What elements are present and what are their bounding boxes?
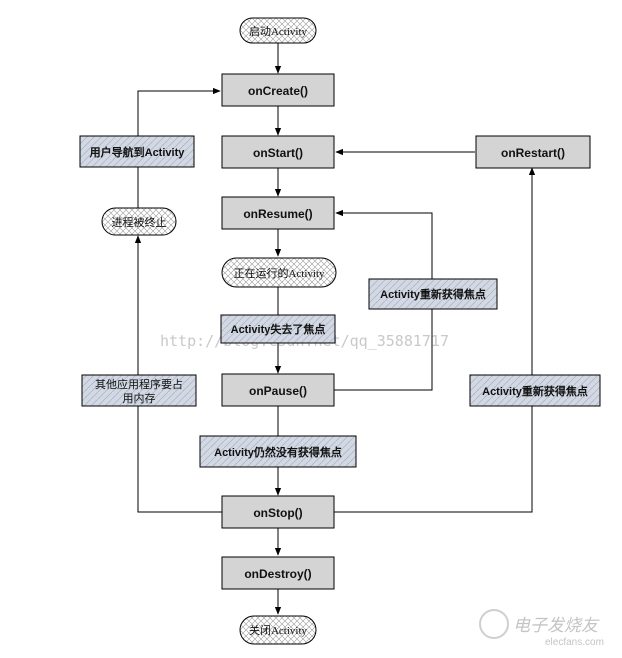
note-regain-focus-1-box [368,278,498,310]
terminal-killed-pill [101,207,177,236]
state-onrestart: onRestart() [475,135,591,169]
state-onstop: onStop() [221,495,335,529]
state-onpause: onPause() [221,373,335,407]
note-lost-focus-box [220,314,336,344]
terminal-killed: 进程被终止 [101,207,177,236]
state-onstart-label: onStart() [253,146,303,160]
note-regain-focus-2-label: Activity重新获得焦点 [482,384,588,398]
terminal-killed-label: 进程被终止 [112,215,167,229]
logo-circle-icon [479,609,509,639]
terminal-start-label: 启动Activity [249,25,308,38]
note-other-apps: 其他应用程序要占 用内存 [81,374,197,407]
connectors [134,43,536,615]
logo-watermark: 电子发烧友 elecfans.com [479,609,604,648]
state-ondestroy: onDestroy() [221,556,335,590]
terminal-start-pill [239,17,317,44]
note-other-apps-line2: 用内存 [123,391,156,405]
note-nav-to-label: 用户导航到Activity [90,145,186,159]
terminal-end: 关闭Activity [239,615,317,645]
state-onstart-box [221,135,335,169]
note-lost-focus-label: Activity失去了焦点 [231,322,326,336]
terminal-end-pill [239,615,317,645]
note-regain-focus-1: Activity重新获得焦点 [368,278,498,310]
state-onresume-box [221,196,335,230]
terminal-start: 启动Activity [239,17,317,44]
note-lost-focus: Activity失去了焦点 [220,314,336,344]
state-onstart: onStart() [221,135,335,169]
arrow-stop-to-killed [134,235,222,513]
note-other-apps-box [81,374,197,407]
arrow-stop-to-restart [334,167,536,513]
arrow-killed-to-create [137,87,221,208]
note-still-no-focus-box [199,435,357,468]
terminal-running: 正在运行的Activity [221,257,337,288]
state-oncreate-box [221,73,335,107]
note-regain-focus-1-label: Activity重新获得焦点 [380,287,486,301]
state-onstop-label: onStop() [253,506,302,520]
note-still-no-focus: Activity仍然没有获得焦点 [199,435,357,468]
state-onresume-label: onResume() [243,207,312,221]
state-onpause-box [221,373,335,407]
state-onresume: onResume() [221,196,335,230]
note-nav-to-box [79,135,195,168]
terminal-running-label: 正在运行的Activity [233,266,325,280]
state-onrestart-box [475,135,591,169]
logo-text: 电子发烧友 [513,616,600,636]
note-regain-focus-2: Activity重新获得焦点 [469,374,601,407]
state-onrestart-label: onRestart() [501,146,565,160]
state-oncreate: onCreate() [221,73,335,107]
state-onpause-label: onPause() [249,384,307,398]
state-ondestroy-label: onDestroy() [244,567,311,581]
state-onstop-box [221,495,335,529]
note-other-apps-line1: 其他应用程序要占 [95,377,183,391]
terminal-end-label: 关闭Activity [249,623,308,637]
state-ondestroy-box [221,556,335,590]
note-still-no-focus-label: Activity仍然没有获得焦点 [214,445,342,459]
state-oncreate-label: onCreate() [248,84,308,98]
logo-site: elecfans.com [545,637,604,648]
terminal-running-pill [221,257,337,288]
note-nav-to: 用户导航到Activity [79,135,195,168]
note-regain-focus-2-box [469,374,601,407]
